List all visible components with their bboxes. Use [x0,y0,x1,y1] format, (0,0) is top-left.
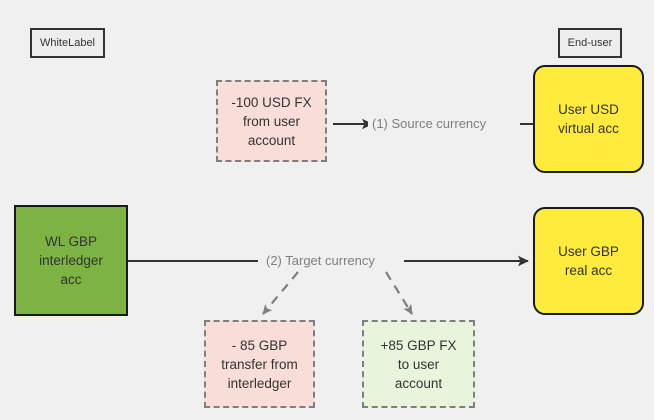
edge-label-target-currency: (2) Target currency [262,253,379,269]
group-tag-whitelabel-label: WhiteLabel [39,36,96,49]
edge-target-to-credit [385,271,413,315]
node-gbp-credit-user-label: +85 GBP FX to user account [380,337,457,391]
node-gbp-credit-user[interactable]: +85 GBP FX to user account [362,320,475,408]
node-user-usd-virtual[interactable]: User USD virtual acc [533,65,644,173]
node-wl-gbp-interledger-label: WL GBP interledger acc [39,234,103,287]
node-fx-debit-usd-label: -100 USD FX from user account [231,94,312,148]
node-wl-gbp-interledger[interactable]: WL GBP interledger acc [14,205,128,316]
edge-target-to-debit [262,271,299,315]
edge-label-source-currency: (1) Source currency [368,116,491,132]
group-tag-whitelabel: WhiteLabel [30,28,105,58]
node-user-gbp-real-label: User GBP real acc [558,244,619,278]
group-tag-end-user-label: End-user [567,36,613,49]
node-gbp-debit-interledger-label: - 85 GBP transfer from interledger [221,337,298,391]
group-tag-end-user: End-user [558,28,622,58]
node-gbp-debit-interledger[interactable]: - 85 GBP transfer from interledger [204,320,315,408]
node-user-gbp-real[interactable]: User GBP real acc [533,207,644,315]
node-user-usd-virtual-label: User USD virtual acc [558,102,619,136]
node-fx-debit-usd[interactable]: -100 USD FX from user account [216,80,327,162]
